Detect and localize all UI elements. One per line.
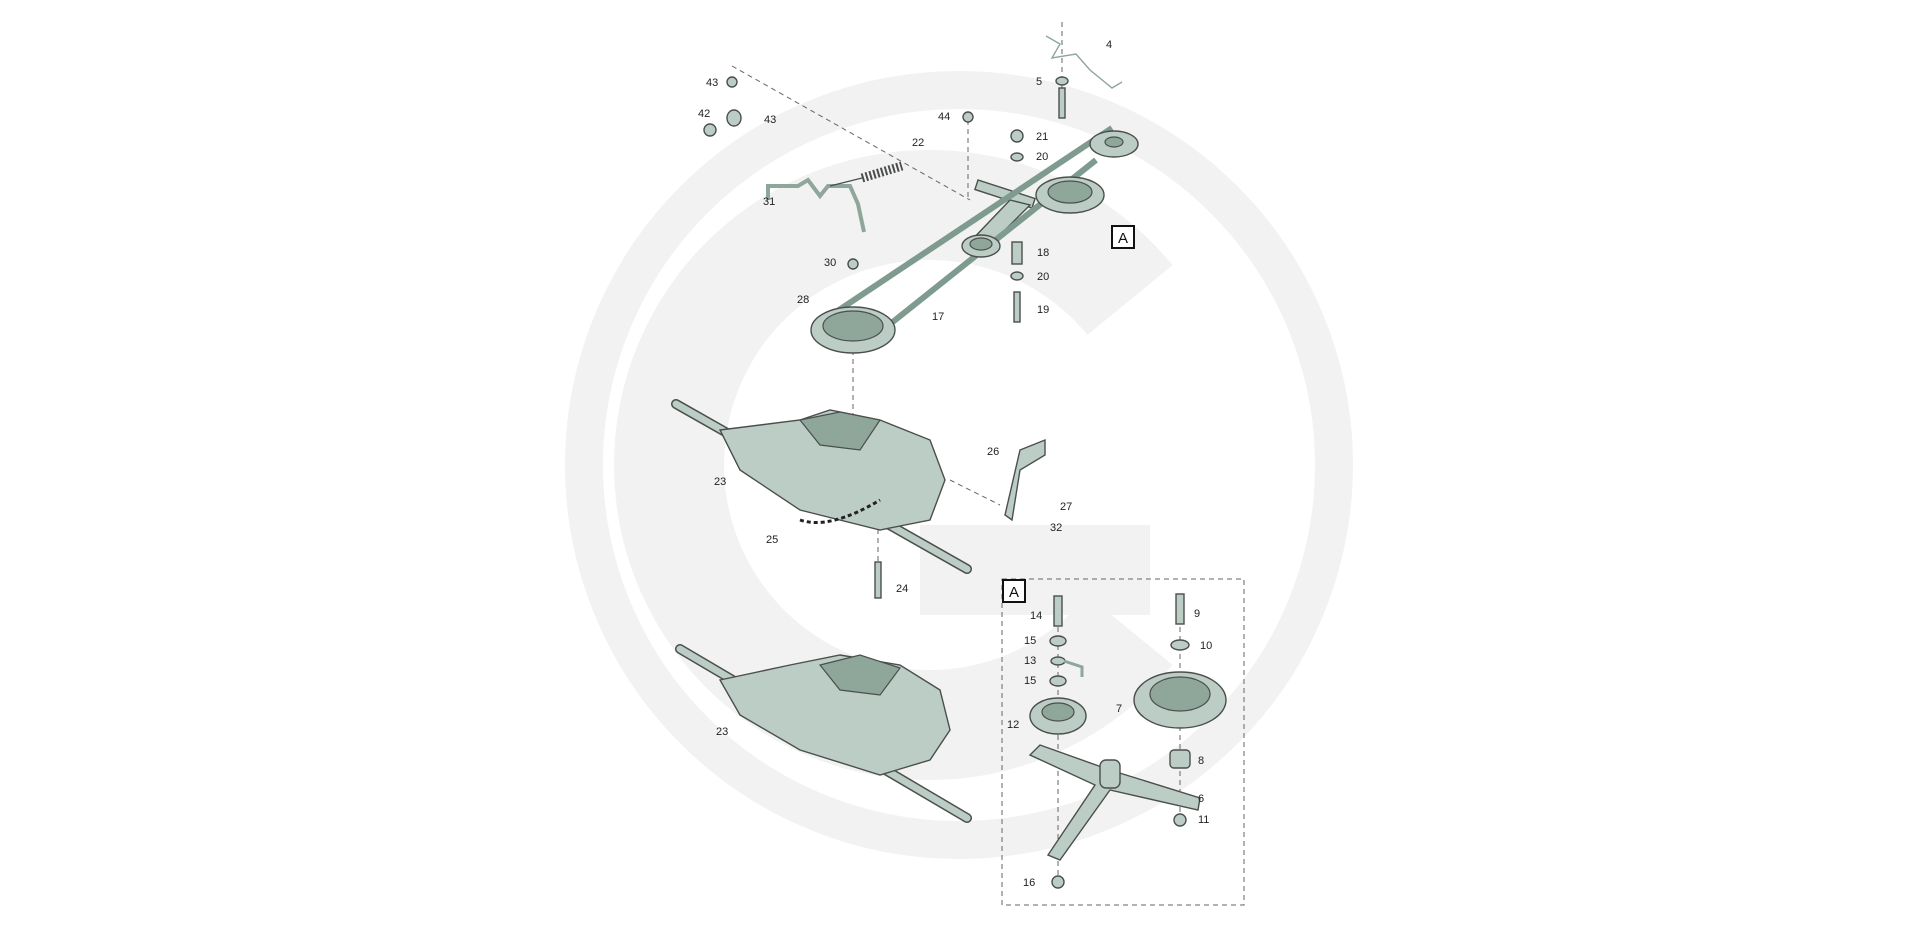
callout-31: 31 (763, 196, 775, 208)
eyebolt-43 (726, 109, 742, 127)
callout-20: 20 (1037, 271, 1049, 283)
callout-26: 26 (987, 446, 999, 458)
spring-22 (860, 161, 904, 183)
bolt-24 (874, 561, 882, 599)
callout-25: 25 (766, 534, 778, 546)
spacer-8 (1169, 749, 1191, 769)
nut-43 (726, 76, 738, 88)
washer-5 (1055, 76, 1069, 86)
wire-rod-4 (1045, 35, 1123, 89)
callout-11: 11 (1198, 814, 1209, 826)
callout-17: 17 (932, 311, 944, 323)
callout-43: 43 (764, 114, 776, 126)
callout-12: 12 (1007, 719, 1019, 731)
callout-15: 15 (1024, 635, 1036, 647)
nut-21 (1010, 129, 1024, 143)
detail-a-marker-box (1111, 225, 1135, 249)
callout-14: 14 (1030, 610, 1042, 622)
callout-15: 15 (1024, 675, 1036, 687)
detail-a-marker: A (1009, 584, 1019, 601)
watermark-logo (565, 71, 1353, 859)
upper-belt-assembly (703, 35, 1139, 354)
callout-28: 28 (797, 294, 809, 306)
bracket-26 (1004, 438, 1046, 522)
bolt-9 (1175, 593, 1185, 625)
detail-a-marker: A (1118, 230, 1128, 247)
callout-22: 22 (912, 137, 924, 149)
callout-9: 9 (1194, 608, 1200, 620)
washer-20 (1010, 152, 1024, 162)
callout-16: 16 (1023, 877, 1035, 889)
callout-5: 5 (1036, 76, 1042, 88)
bolt-5 (1058, 87, 1066, 119)
callout-21: 21 (1036, 131, 1048, 143)
callout-32: 32 (1050, 522, 1062, 534)
detail-a-marker-box (1002, 579, 1026, 603)
assembly-guide-lines (731, 22, 1245, 906)
belt-17 (828, 125, 1114, 319)
callout-20: 20 (1036, 151, 1048, 163)
transaxle-upper (671, 399, 1046, 599)
callout-13: 13 (1024, 655, 1036, 667)
callout-6: 6 (1198, 793, 1204, 805)
callout-24: 24 (896, 583, 908, 595)
callout-23: 23 (716, 726, 728, 738)
bolt-19 (1013, 291, 1021, 323)
nut-30 (847, 258, 859, 270)
callout-8: 8 (1198, 755, 1204, 767)
callout-23: 23 (714, 476, 726, 488)
callout-27: 27 (1060, 501, 1072, 513)
idler-bracket-6 (1028, 744, 1201, 861)
bolt-14 (1053, 595, 1063, 627)
callout-7: 7 (1116, 703, 1122, 715)
bolt-42 (703, 123, 717, 137)
detail-a-parts (1028, 593, 1227, 889)
callout-10: 10 (1200, 640, 1212, 652)
washer-20b (1010, 271, 1024, 281)
spacer-18 (1011, 241, 1023, 265)
callout-30: 30 (824, 257, 836, 269)
callout-labels: 4 5 43 43 42 44 21 20 22 31 18 20 19 30 28 17 26 23 27 32 25… (698, 39, 1212, 889)
callout-42: 42 (698, 108, 710, 120)
callout-43: 43 (706, 77, 718, 89)
callout-4: 4 (1106, 39, 1112, 51)
wire-rod-31 (766, 177, 866, 233)
callout-18: 18 (1037, 247, 1049, 259)
callout-19: 19 (1037, 304, 1049, 316)
nut-44 (962, 111, 974, 123)
transaxle-lower (675, 644, 972, 823)
detail-a-frame (1001, 578, 1245, 906)
callout-44: 44 (938, 111, 950, 123)
